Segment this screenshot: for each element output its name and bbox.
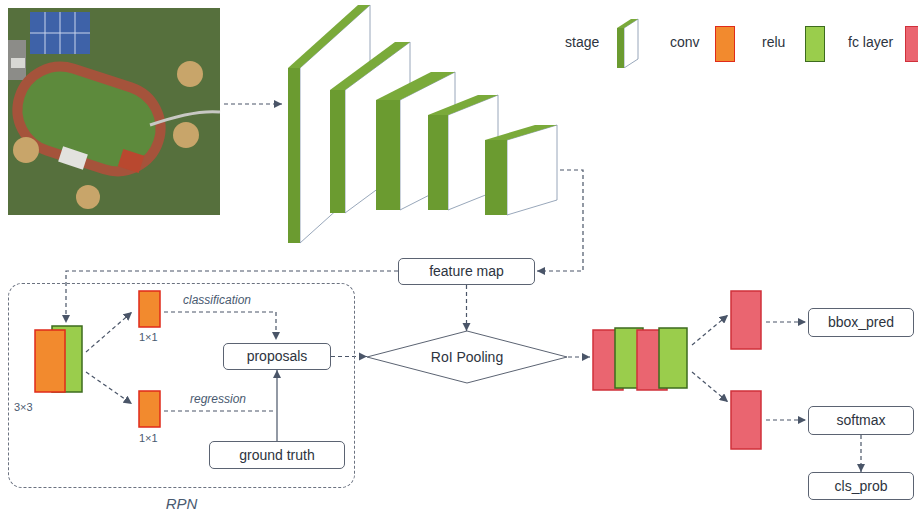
baseball-field	[173, 122, 199, 148]
baseball-field	[13, 137, 39, 163]
softmax-box: softmax	[808, 406, 914, 435]
flow-line	[164, 410, 276, 411]
head-layers	[593, 291, 761, 449]
node-label: proposals	[247, 348, 308, 365]
stage-top	[288, 5, 370, 68]
building	[11, 58, 25, 68]
court-lines	[30, 12, 90, 54]
rpn-layers	[35, 291, 160, 427]
stage-icon-graphic	[617, 18, 639, 68]
flow-arrow	[66, 271, 398, 323]
flow-arrow	[86, 372, 132, 404]
kernel-size: 1×1	[139, 331, 158, 344]
road	[150, 112, 220, 125]
stage-top	[617, 19, 638, 28]
legend-swatch	[905, 26, 918, 62]
kernel-size: 3×3	[14, 401, 33, 414]
backbone-stages	[288, 5, 557, 243]
ground-truth-box: ground truth	[209, 441, 345, 469]
proposal-box: proposals	[223, 343, 331, 370]
flow-arrow	[568, 356, 590, 357]
connector	[860, 435, 861, 472]
running-track	[6, 56, 171, 183]
fc-layer	[731, 291, 761, 349]
stage-front	[428, 115, 448, 210]
flow-arrow	[766, 419, 806, 420]
stage-front	[617, 28, 624, 68]
parking-lot	[8, 40, 26, 80]
stage-face	[507, 125, 557, 215]
diamond-shape	[367, 331, 567, 383]
flow-arrow	[692, 372, 728, 402]
flow-arrows	[66, 104, 806, 420]
roi-pooling-diamond: RoI Pooling	[367, 331, 567, 383]
node-label: ground truth	[239, 447, 315, 464]
output-box: bbox_pred	[808, 308, 914, 337]
flow-arrow	[766, 321, 806, 322]
legend-swatch	[805, 26, 825, 62]
node-label: bbox_pred	[828, 314, 894, 331]
stage-top	[428, 95, 498, 115]
stage-front	[376, 100, 400, 210]
node-label: cls_prob	[835, 478, 888, 495]
building	[58, 146, 88, 169]
stage-icon	[617, 18, 639, 68]
flow-arrow	[537, 170, 583, 271]
node-label: feature map	[429, 263, 504, 280]
node-label: RoI Pooling	[431, 349, 503, 366]
baseball-field	[76, 185, 100, 209]
legend-text: stage	[565, 34, 599, 51]
legend-text: conv	[670, 34, 700, 51]
flow-arrow	[224, 103, 282, 104]
conv-layer	[35, 330, 65, 392]
red-court	[118, 149, 144, 173]
rpn-region: RPNproposalsground truth	[8, 283, 355, 488]
stage-front	[288, 68, 300, 243]
connector	[466, 285, 467, 331]
output-box: cls_prob	[808, 472, 914, 500]
relu-layer	[659, 328, 687, 388]
fc-layer	[731, 391, 761, 449]
stage-front	[485, 140, 507, 215]
arrow-label: regression	[190, 392, 246, 406]
node-label: softmax	[836, 412, 885, 429]
connector	[331, 356, 367, 357]
region-title: RPN	[9, 495, 354, 513]
conv-layer	[139, 291, 160, 327]
legend-text: fc layer	[848, 34, 893, 51]
connector	[276, 370, 277, 441]
stage-front	[330, 90, 345, 213]
flow-arrow	[86, 312, 132, 352]
stage-top	[376, 72, 455, 100]
conv-layer	[139, 391, 160, 427]
feature-map-box: feature map	[398, 258, 535, 285]
arrow-label: classification	[183, 293, 251, 307]
baseball-field	[177, 61, 203, 87]
legend-text: relu	[762, 34, 785, 51]
flow-arrow	[692, 315, 728, 345]
stage-top	[485, 125, 557, 140]
stage-top	[330, 42, 410, 90]
legend-swatch	[715, 26, 735, 62]
aerial-photo	[6, 8, 220, 215]
kernel-size: 1×1	[139, 432, 158, 445]
tennis-courts	[30, 12, 90, 54]
flow-arrow	[164, 312, 276, 340]
